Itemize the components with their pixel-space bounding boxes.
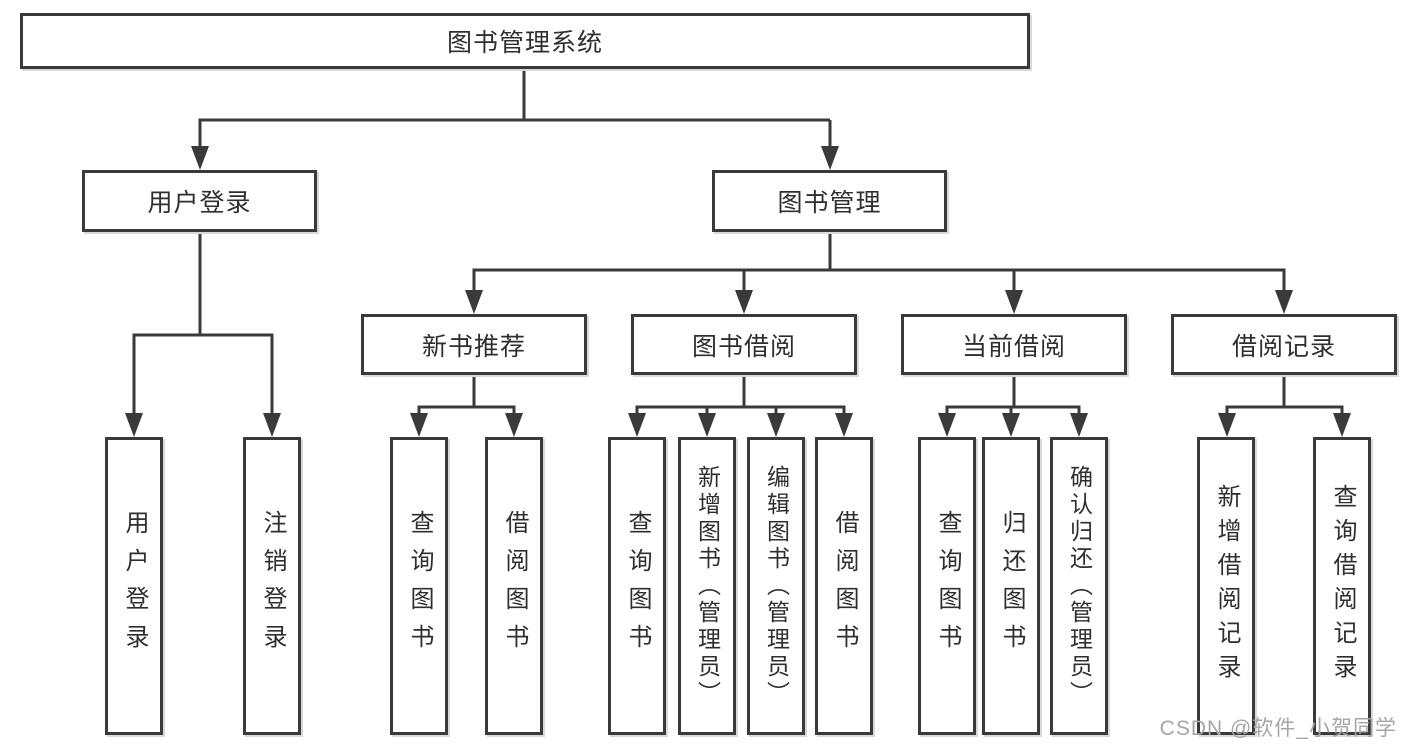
arrow-down-icon bbox=[410, 413, 428, 437]
node-label: 新增图书（管理员） bbox=[694, 464, 721, 708]
node-current-borrow: 当前借阅 bbox=[901, 314, 1127, 375]
arrow-down-icon bbox=[835, 413, 853, 437]
node-label: 查询图书 bbox=[624, 510, 651, 662]
node-new-book-recommend: 新书推荐 bbox=[361, 314, 587, 375]
arrow-down-icon bbox=[1070, 413, 1088, 437]
leaf-user-login: 用户登录 bbox=[105, 437, 163, 735]
connector-paths bbox=[132, 66, 1344, 416]
arrow-down-icon bbox=[821, 146, 839, 170]
node-label: 查询图书 bbox=[934, 510, 961, 662]
arrow-down-icon bbox=[263, 413, 281, 437]
leaf-edit-books-admin: 编辑图书（管理员） bbox=[747, 437, 805, 735]
node-label: 图书借阅 bbox=[691, 332, 796, 361]
arrow-down-icon bbox=[698, 413, 716, 437]
node-label: 新书推荐 bbox=[421, 332, 526, 361]
leaf-query-borrow-record: 查询借阅记录 bbox=[1313, 437, 1371, 735]
arrow-down-icon bbox=[125, 413, 143, 437]
node-label: 归还图书 bbox=[998, 510, 1025, 662]
node-label: 查询借阅记录 bbox=[1329, 484, 1356, 688]
node-label: 新增借阅记录 bbox=[1213, 484, 1240, 688]
node-label: 当前借阅 bbox=[961, 332, 1066, 361]
arrow-down-icon bbox=[1275, 290, 1293, 314]
arrow-down-icon bbox=[1333, 413, 1351, 437]
arrow-down-icon bbox=[938, 413, 956, 437]
arrowheads bbox=[125, 146, 1351, 437]
node-label: 借阅图书 bbox=[501, 510, 528, 662]
leaf-confirm-return-admin: 确认归还（管理员） bbox=[1050, 437, 1108, 735]
arrow-down-icon bbox=[191, 146, 209, 170]
node-label: 注销登录 bbox=[259, 510, 286, 662]
arrow-down-icon bbox=[465, 290, 483, 314]
node-label: 图书管理 bbox=[777, 189, 882, 217]
node-label: 查询图书 bbox=[406, 510, 433, 662]
node-book-borrow: 图书借阅 bbox=[631, 314, 857, 375]
arrow-down-icon bbox=[735, 290, 753, 314]
leaf-query-books: 查询图书 bbox=[390, 437, 448, 735]
node-label: 用户登录 bbox=[121, 510, 148, 662]
arrow-down-icon bbox=[767, 413, 785, 437]
node-label: 用户登录 bbox=[147, 189, 252, 217]
leaf-query-books: 查询图书 bbox=[918, 437, 976, 735]
arrow-down-icon bbox=[1002, 413, 1020, 437]
csdn-watermark: CSDN @软件_小贺同学 bbox=[1159, 717, 1397, 740]
node-borrow-records: 借阅记录 bbox=[1171, 314, 1397, 375]
node-label: 借阅图书 bbox=[831, 510, 858, 662]
node-label: 图书管理系统 bbox=[446, 29, 603, 57]
leaf-return-books: 归还图书 bbox=[982, 437, 1040, 735]
arrow-down-icon bbox=[505, 413, 523, 437]
leaf-add-books-admin: 新增图书（管理员） bbox=[678, 437, 736, 735]
arrow-down-icon bbox=[1005, 290, 1023, 314]
leaf-add-borrow-record: 新增借阅记录 bbox=[1197, 437, 1255, 735]
leaf-query-books: 查询图书 bbox=[608, 437, 666, 735]
arrow-down-icon bbox=[1218, 413, 1236, 437]
node-label: 借阅记录 bbox=[1231, 332, 1336, 361]
arrow-down-icon bbox=[628, 413, 646, 437]
node-label: 编辑图书（管理员） bbox=[763, 464, 790, 708]
node-user-login: 用户登录 bbox=[82, 170, 317, 232]
leaf-borrow-books: 借阅图书 bbox=[815, 437, 873, 735]
node-library-management-system: 图书管理系统 bbox=[20, 13, 1030, 69]
node-book-management: 图书管理 bbox=[712, 170, 947, 232]
leaf-borrow-books: 借阅图书 bbox=[485, 437, 543, 735]
leaf-logout: 注销登录 bbox=[243, 437, 301, 735]
node-label: 确认归还（管理员） bbox=[1066, 464, 1093, 708]
